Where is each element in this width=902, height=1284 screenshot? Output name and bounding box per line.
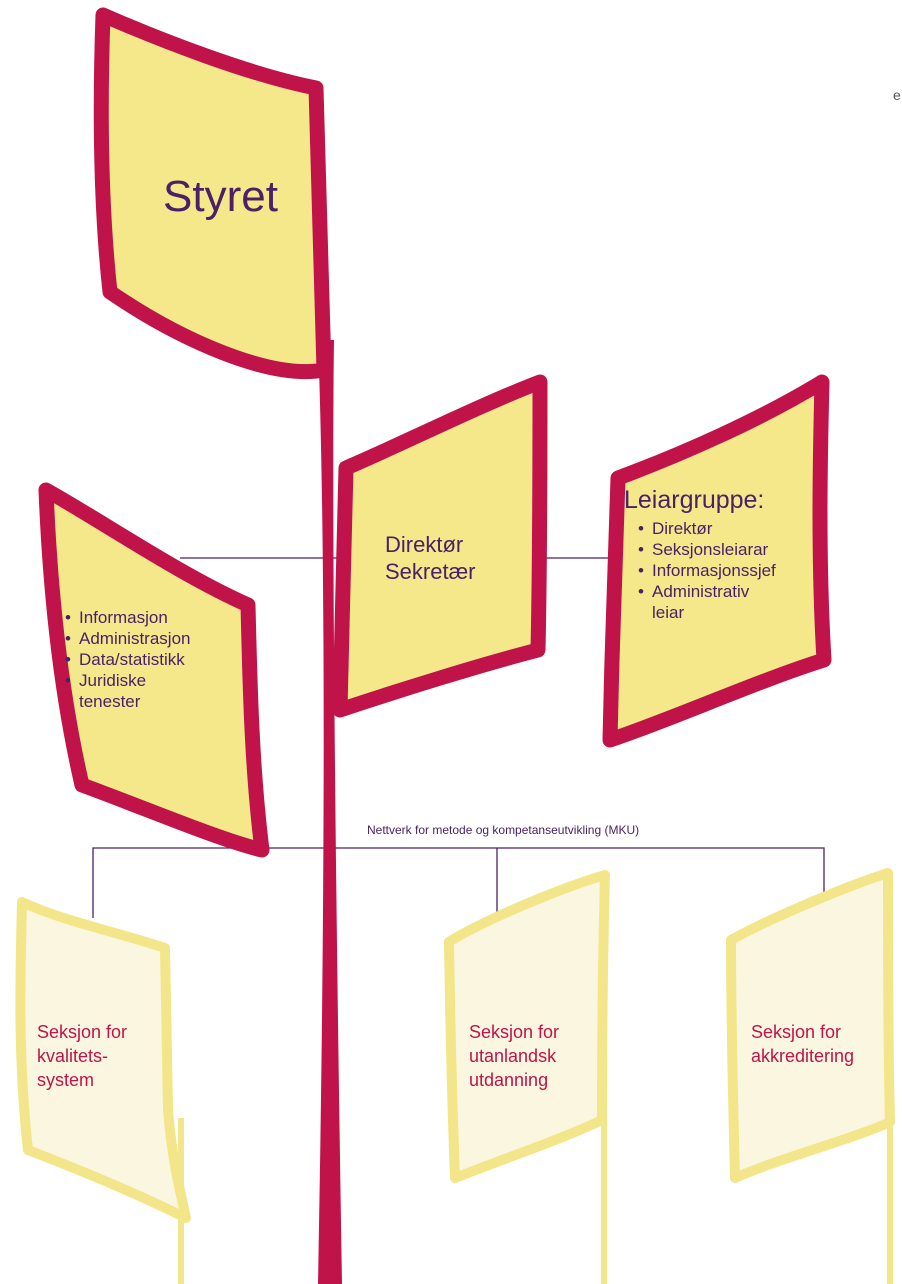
trunk [318,340,342,1284]
list-item: Data/statistikk [65,649,191,670]
direktor-line: Direktør [385,532,464,557]
list-item: Direktør [638,518,776,539]
section-label-utanlandsk-utdanning: Seksjon for utanlandsk utdanning [469,1022,560,1090]
stab-list: Informasjon Administrasjon Data/statisti… [65,607,191,712]
section-label-akkreditering: Seksjon for akkreditering [751,1022,855,1066]
list-item: Seksjonsleiarar [638,539,776,560]
list-item: Administrativ leiar [638,581,776,623]
section-box-1 [15,897,191,1223]
styret-title: Styret [163,172,278,221]
list-item: Administrasjon [65,628,191,649]
leiargruppe-title: Leiargruppe: [624,486,765,514]
connector-sections [92,847,825,918]
leiargruppe-list: Direktør Seksjonsleiarar Informasjonssje… [638,518,776,623]
list-item: Informasjon [65,607,191,628]
list-item: Juridiske tenester [65,670,191,712]
edge-text-fragment: e [893,87,901,103]
sekretaer-line: Sekretær [385,559,476,584]
stem-section-3 [887,1118,893,1284]
network-label: Nettverk for metode og kompetanseutvikli… [367,823,640,837]
section-box-2 [444,870,610,1183]
direktor-box-text: Direktør Sekretær [385,531,475,585]
styret-box [93,7,332,379]
section-box-3 [726,868,895,1183]
section-label-kvalitetssystem: Seksjon for kvalitets- system [37,1022,128,1090]
stem-section-2 [601,1118,607,1284]
direktor-box [332,374,548,718]
list-item: Informasjonssjef [638,560,776,581]
